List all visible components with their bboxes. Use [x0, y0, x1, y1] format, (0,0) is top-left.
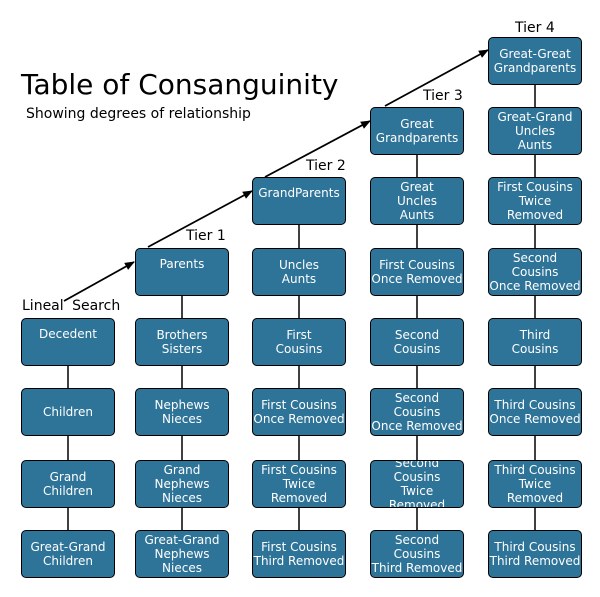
ascent-arrow [264, 120, 371, 178]
diagram-title: Table of Consanguinity [21, 68, 339, 101]
node-first-cousins-once-removed: First Cousins Once Removed [370, 248, 464, 296]
node-great-grand-uncles-aunts: Great-Grand Uncles Aunts [488, 107, 582, 155]
node-grand-children: Grand Children [21, 460, 115, 508]
node-third-cousins-third-removed: Third Cousins Third Removed [488, 530, 582, 578]
node-second-cousins-twice-removed: Second Cousins Twice Removed [370, 460, 464, 508]
node-grandparents: GrandParents [252, 177, 346, 225]
node-parents: Parents [135, 248, 229, 296]
node-nephews-nieces: Nephews Nieces [135, 388, 229, 436]
node-brothers-sisters: Brothers Sisters [135, 318, 229, 366]
node-second-cousins-third-removed: Second Cousins Third Removed [370, 530, 464, 578]
ascent-arrow [63, 261, 135, 302]
diagram-subtitle: Showing degrees of relationship [26, 106, 251, 122]
node-grand-nephews-nieces: Grand Nephews Nieces [135, 460, 229, 508]
node-great-grand-children: Great-Grand Children [21, 530, 115, 578]
ascent-arrow [147, 190, 253, 248]
node-first-cousins-third-removed: First Cousins Third Removed [252, 530, 346, 578]
node-third-cousins-once-removed: Third Cousins Once Removed [488, 388, 582, 436]
tier-4-label: Tier 4 [515, 20, 555, 36]
node-second-cousins-once-removed: Second Cousins Once Removed [488, 248, 582, 296]
ascent-arrow [384, 49, 489, 107]
node-second-cousins-once-removed: Second Cousins Once Removed [370, 388, 464, 436]
node-third-cousins-twice-removed: Third Cousins Twice Removed [488, 460, 582, 508]
tier-2-label: Tier 2 [306, 158, 346, 174]
node-decedent: Decedent [21, 318, 115, 366]
node-first-cousins-once-removed: First Cousins Once Removed [252, 388, 346, 436]
node-third-cousins: Third Cousins [488, 318, 582, 366]
node-first-cousins-twice-removed: First Cousins Twice Removed [252, 460, 346, 508]
node-great-grandparents: Great Grandparents [370, 107, 464, 155]
tier-1-label: Tier 1 [186, 228, 226, 244]
tier-3-label: Tier 3 [423, 88, 463, 104]
node-children: Children [21, 388, 115, 436]
node-second-cousins: Second Cousins [370, 318, 464, 366]
node-uncles-aunts: Uncles Aunts [252, 248, 346, 296]
node-first-cousins: First Cousins [252, 318, 346, 366]
lineal-search-label: Lineal Search [22, 298, 121, 314]
node-great-great-grandparents: Great-Great Grandparents [488, 37, 582, 85]
node-great-uncles-aunts: Great Uncles Aunts [370, 177, 464, 225]
node-first-cousins-twice-removed: First Cousins Twice Removed [488, 177, 582, 225]
node-great-grand-nephews-nieces: Great-Grand Nephews Nieces [135, 530, 229, 578]
